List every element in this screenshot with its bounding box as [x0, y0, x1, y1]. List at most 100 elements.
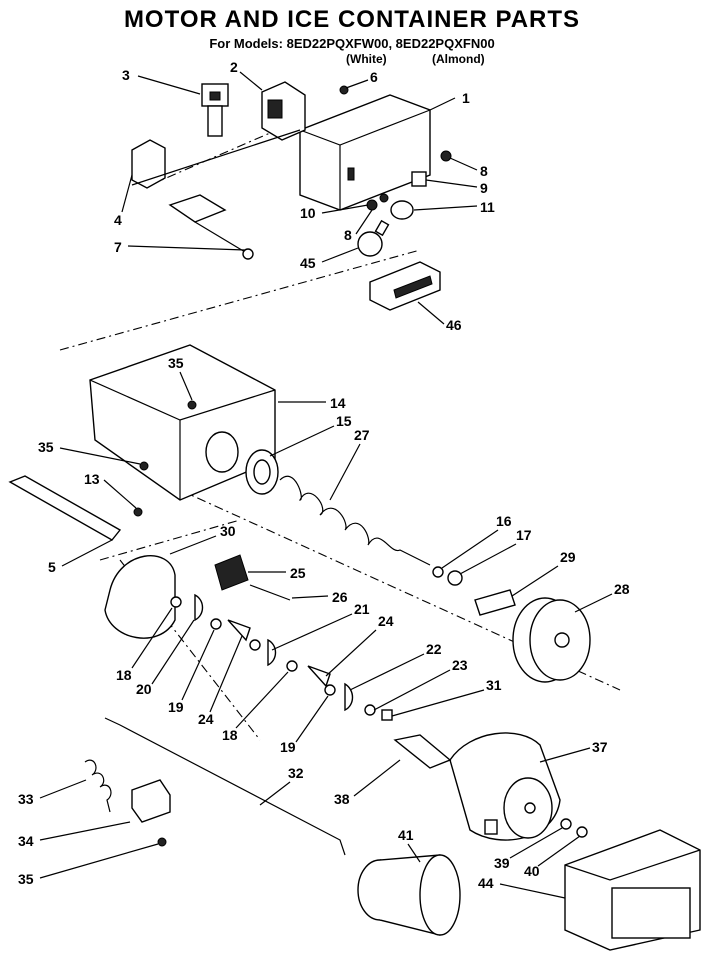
motor-bracket-part — [393, 734, 452, 769]
callout-number: 19 — [280, 739, 296, 755]
blade-stack — [170, 593, 393, 721]
solenoid-part — [201, 83, 229, 137]
callout-13: 13 — [84, 471, 137, 509]
callout-number: 38 — [334, 791, 350, 807]
callout-number: 5 — [48, 559, 56, 575]
callout-3: 3 — [122, 67, 201, 95]
callout-24: 24 — [198, 635, 243, 727]
callout-39: 39 — [494, 827, 563, 871]
callout-35c: 35 — [18, 843, 159, 887]
callout-number: 27 — [354, 427, 370, 443]
callout-number: 21 — [354, 601, 370, 617]
callout-45: 45 — [300, 247, 359, 271]
callout-24b: 24 — [325, 613, 394, 677]
variant-almond-label: (Almond) — [432, 52, 485, 66]
washer-40-part — [576, 826, 588, 838]
callout-number: 11 — [480, 199, 495, 215]
ice-container-part — [89, 344, 276, 501]
callout-14: 14 — [278, 395, 346, 411]
callout-number: 35 — [168, 355, 184, 371]
callout-number: 22 — [426, 641, 442, 657]
callout-4: 4 — [114, 174, 133, 228]
auger-motor-part — [449, 732, 561, 841]
callout-number: 10 — [300, 205, 316, 221]
callout-number: 41 — [398, 827, 414, 843]
callout-number: 1 — [462, 90, 470, 106]
callout-35b: 35 — [38, 439, 141, 465]
variant-white-label: (White) — [346, 52, 387, 66]
callout-number: 32 — [288, 765, 304, 781]
callout-number: 14 — [330, 395, 346, 411]
screw-35-part — [157, 837, 167, 847]
callout-7: 7 — [114, 239, 246, 255]
callout-number: 35 — [18, 871, 34, 887]
callout-2: 2 — [230, 59, 263, 91]
callout-41: 41 — [398, 827, 421, 863]
callout-number: 2 — [230, 59, 238, 75]
callout-26: 26 — [291, 589, 348, 605]
crusher-blade-part — [214, 554, 291, 601]
callout-number: 24 — [378, 613, 394, 629]
callout-32: 32 — [259, 765, 304, 806]
callout-number: 31 — [486, 677, 502, 693]
drive-rod-part — [104, 717, 346, 856]
callout-17: 17 — [459, 527, 532, 575]
callout-22: 22 — [349, 641, 442, 691]
spring-bracket-part — [131, 779, 171, 823]
housing-bracket-part — [299, 94, 431, 211]
callout-number: 13 — [84, 471, 100, 487]
relay-part — [261, 81, 306, 141]
callout-number: 9 — [480, 180, 488, 196]
callout-44: 44 — [478, 875, 566, 899]
small-hardware — [339, 85, 452, 220]
callout-number: 8 — [480, 163, 488, 179]
callout-number: 29 — [560, 549, 576, 565]
callout-19b: 19 — [280, 695, 329, 755]
callout-20: 20 — [136, 619, 195, 697]
callout-number: 39 — [494, 855, 510, 871]
callout-11: 11 — [413, 199, 495, 215]
callout-number: 4 — [114, 212, 122, 228]
callout-number: 15 — [336, 413, 352, 429]
callout-19: 19 — [168, 629, 215, 715]
callout-10: 10 — [300, 204, 369, 221]
callout-46: 46 — [417, 301, 462, 333]
callout-34: 34 — [18, 821, 131, 849]
callout-21: 21 — [271, 601, 370, 651]
callout-number: 45 — [300, 255, 316, 271]
auger-spring-part — [279, 475, 431, 566]
callout-35: 35 — [168, 355, 193, 401]
callout-number: 7 — [114, 239, 122, 255]
callout-number: 26 — [332, 589, 348, 605]
spring-part — [84, 759, 112, 813]
callout-number: 18 — [116, 667, 132, 683]
callout-38: 38 — [334, 759, 401, 807]
callout-8: 8 — [449, 157, 488, 179]
solenoid-bracket-part — [131, 129, 301, 189]
callout-33: 33 — [18, 779, 87, 807]
callout-number: 6 — [370, 69, 378, 85]
washer-parts — [432, 566, 516, 616]
callout-31: 31 — [391, 677, 502, 717]
callout-number: 23 — [452, 657, 468, 673]
callout-number: 44 — [478, 875, 494, 891]
callout-number: 34 — [18, 833, 34, 849]
callout-number: 25 — [290, 565, 306, 581]
callout-29: 29 — [511, 549, 576, 597]
callout-30: 30 — [169, 523, 236, 555]
callout-number: 30 — [220, 523, 236, 539]
callout-number: 46 — [446, 317, 462, 333]
washer-39-part — [560, 818, 572, 830]
callout-number: 16 — [496, 513, 512, 529]
callout-number: 3 — [122, 67, 130, 83]
callout-15: 15 — [269, 413, 352, 457]
callout-18b: 18 — [222, 671, 289, 743]
callout-16: 16 — [441, 513, 512, 569]
callout-40: 40 — [524, 835, 581, 879]
callout-6: 6 — [345, 69, 378, 89]
callout-number: 18 — [222, 727, 238, 743]
callout-number: 33 — [18, 791, 34, 807]
light-bulb-part — [357, 219, 390, 257]
diagram-title: MOTOR AND ICE CONTAINER PARTS — [123, 6, 581, 33]
